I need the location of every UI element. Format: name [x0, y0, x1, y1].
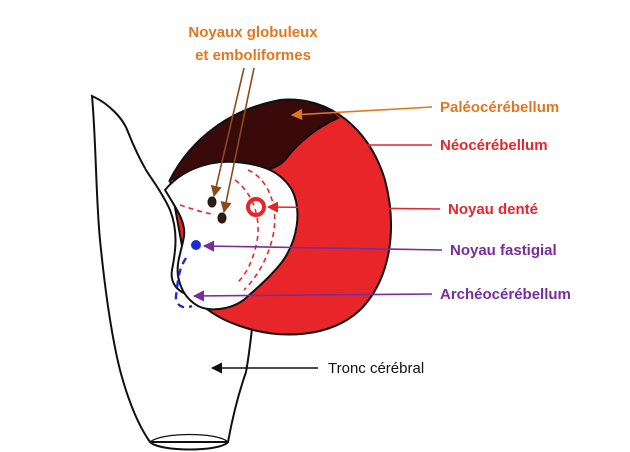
- emboliform-nucleus: [218, 213, 226, 223]
- label-neocerebellum: Néocérébellum: [440, 137, 548, 154]
- fastigial-nucleus: [191, 240, 201, 250]
- brainstem-cut-end: [150, 442, 228, 450]
- label-noyaux-globuleux-line1: Noyaux globuleux: [188, 24, 318, 41]
- label-paleocerebellum: Paléocérébellum: [440, 99, 559, 116]
- label-noyaux-globuleux-line2: et emboliformes: [195, 47, 311, 64]
- label-archeocerebellum: Archéocérébellum: [440, 286, 571, 303]
- globose-nucleus: [208, 197, 216, 207]
- label-noyau-dente: Noyau denté: [448, 201, 538, 218]
- label-tronc-cerebral: Tronc cérébral: [328, 360, 424, 377]
- label-noyau-fastigial: Noyau fastigial: [450, 242, 557, 259]
